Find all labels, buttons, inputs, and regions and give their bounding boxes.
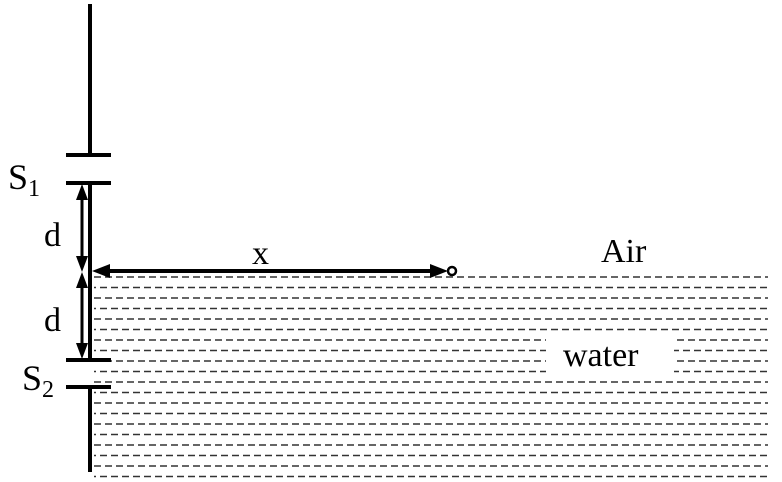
- label-s1-letter: S: [8, 157, 28, 197]
- water-region: [94, 276, 768, 478]
- water-label-backdrop: [546, 331, 674, 375]
- label-s1: S1: [8, 157, 40, 202]
- label-air: Air: [601, 233, 647, 270]
- d-upper-arrow-head-top: [76, 184, 88, 200]
- d-upper-arrow-head-bottom: [76, 256, 88, 272]
- label-water: water: [563, 337, 639, 374]
- label-s2-letter: S: [22, 358, 42, 398]
- d-lower-arrow-head-top: [76, 272, 88, 288]
- label-s1-subscript: 1: [28, 176, 40, 202]
- d-lower-arrow-head-bottom: [76, 343, 88, 359]
- x-arrow-head-right: [430, 264, 448, 278]
- label-d-upper: d: [44, 217, 61, 254]
- label-d-lower: d: [44, 302, 61, 339]
- label-s2: S2: [22, 358, 54, 403]
- x-arrow-head-left: [92, 264, 110, 278]
- label-x: x: [252, 235, 269, 272]
- observation-point-marker: [446, 265, 458, 277]
- label-s2-subscript: 2: [42, 377, 54, 403]
